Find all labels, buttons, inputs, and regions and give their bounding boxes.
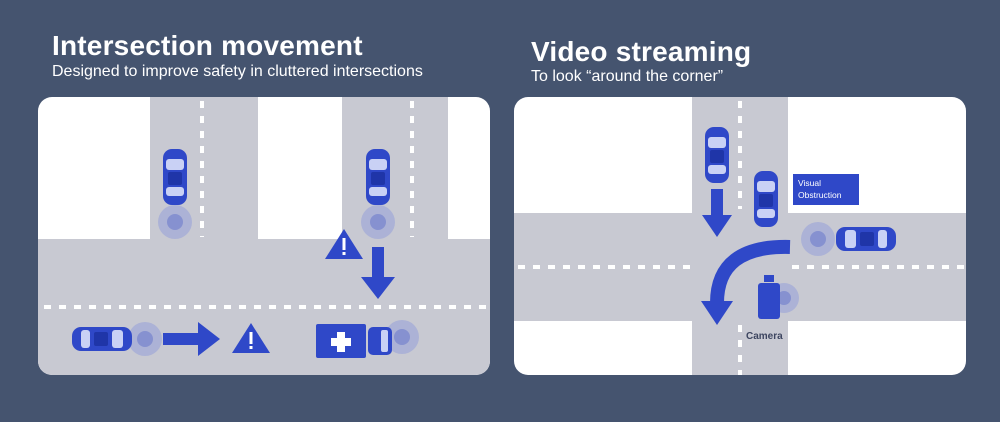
ambulance-icon bbox=[316, 320, 419, 358]
car-icon bbox=[754, 171, 778, 227]
car-icon bbox=[801, 222, 896, 256]
left-title: Intersection movement bbox=[52, 30, 363, 61]
intersection-movement-diagram bbox=[38, 97, 490, 375]
left-subtitle: Designed to improve safety in cluttered … bbox=[52, 63, 423, 80]
warning-triangle-icon bbox=[325, 229, 363, 259]
curved-arrow-icon bbox=[701, 239, 791, 325]
visual-obstruction-label-line1: Visual bbox=[798, 178, 821, 188]
car-icon bbox=[705, 127, 729, 183]
arrow-down-icon bbox=[702, 189, 732, 237]
visual-obstruction-label-line2: Obstruction bbox=[798, 190, 842, 200]
warning-triangle-icon bbox=[232, 323, 270, 353]
intersection-movement-panel bbox=[38, 97, 490, 375]
vertical-road-right bbox=[342, 97, 448, 247]
arrow-down-icon bbox=[361, 247, 395, 299]
car-icon bbox=[361, 149, 395, 239]
video-streaming-diagram: Visual Obstruction Camera bbox=[514, 97, 966, 375]
car-icon bbox=[158, 149, 192, 239]
right-subtitle: To look “around the corner” bbox=[531, 68, 724, 85]
right-title: Video streaming bbox=[531, 36, 752, 67]
car-icon bbox=[72, 322, 162, 356]
visual-obstruction-badge: Visual Obstruction bbox=[793, 174, 859, 205]
arrow-right-icon bbox=[163, 322, 220, 356]
video-streaming-panel: Visual Obstruction Camera bbox=[514, 97, 966, 375]
camera-label: Camera bbox=[746, 331, 783, 342]
camera-icon bbox=[758, 275, 799, 319]
